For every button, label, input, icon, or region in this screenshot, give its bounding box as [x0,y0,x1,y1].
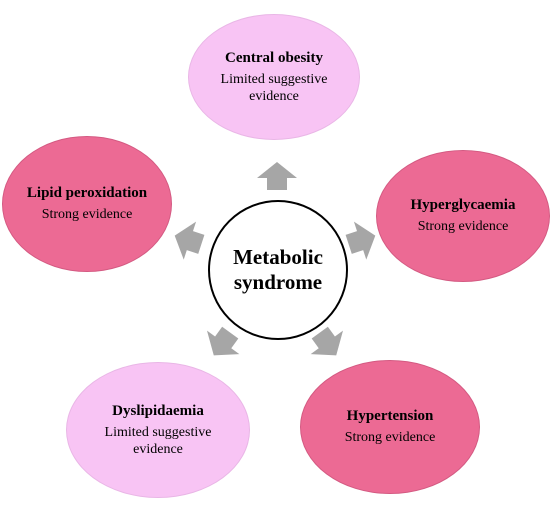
node-title: Dyslipidaemia [112,402,204,419]
node-title: Hypertension [346,408,434,424]
arrow-to-lipid-peroxidation [174,221,205,260]
node-lipid-peroxidation: Lipid peroxidation Strong evidence [2,136,172,272]
node-evidence: Limited suggestive evidence [220,71,328,104]
node-hyperglycaemia: Hyperglycaemia Strong evidence [376,150,550,282]
arrow-to-hypertension [310,326,344,356]
arrow-to-dyslipidaemia [206,326,240,356]
node-evidence: Limited suggestive evidence [104,424,212,457]
node-title: Central obesity [225,49,323,66]
center-label: Metabolic syndrome [233,245,323,294]
node-title: Lipid peroxidation [26,185,148,201]
node-dyslipidaemia: Dyslipidaemia Limited suggestive evidenc… [66,362,250,498]
node-evidence: Strong evidence [417,219,509,234]
node-evidence: Strong evidence [41,207,133,222]
node-evidence: Strong evidence [344,430,436,445]
arrow-to-central-obesity [257,162,297,190]
node-central-obesity: Central obesity Limited suggestive evide… [188,14,360,140]
center-circle: Metabolic syndrome [208,200,348,340]
arrow-to-hyperglycaemia [345,221,376,260]
node-title: Hyperglycaemia [410,197,516,213]
node-hypertension: Hypertension Strong evidence [300,360,480,494]
